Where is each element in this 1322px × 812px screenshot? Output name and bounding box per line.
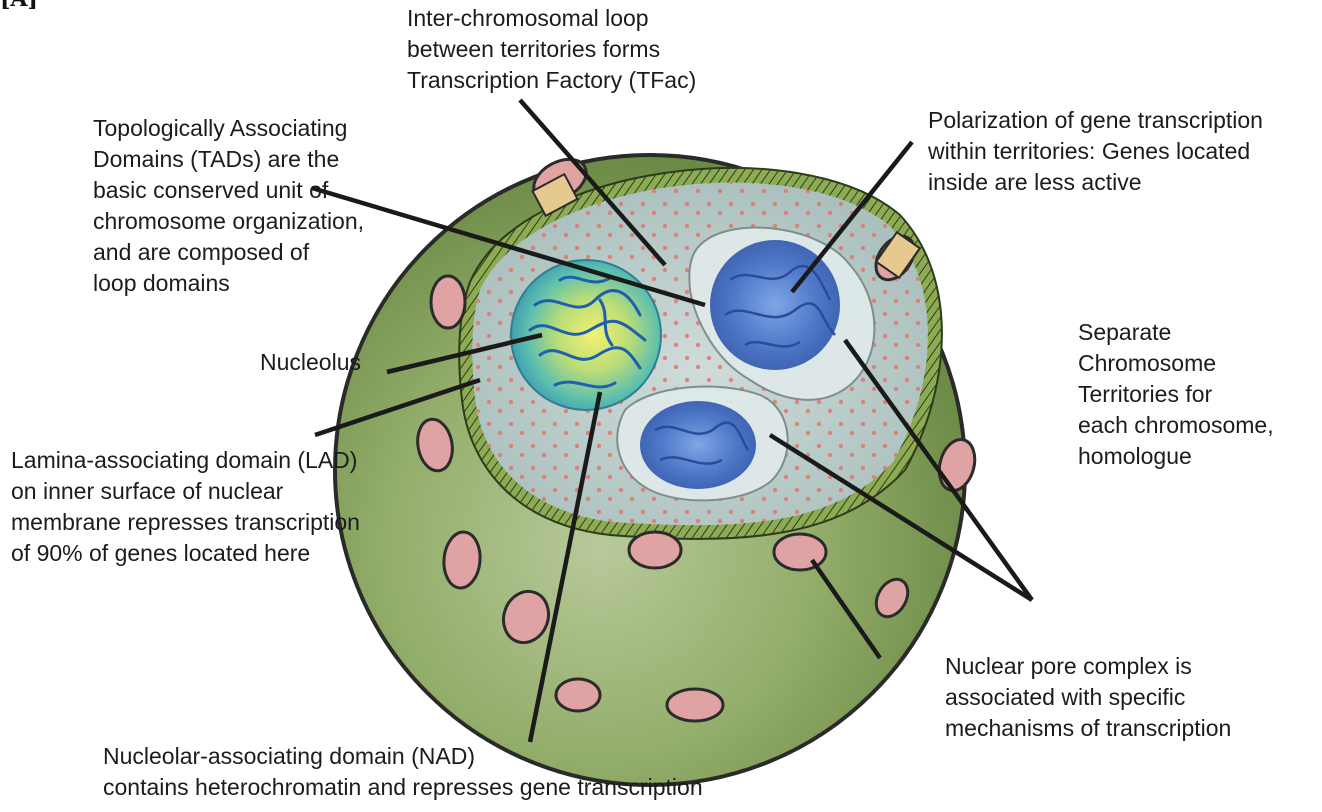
label-polarization: Polarization of gene transcription withi… (927, 107, 1269, 195)
nuclear-pore (629, 532, 681, 568)
label-lamina-associating-domain: Lamina-associating domain (LAD) on inner… (11, 447, 366, 566)
label-nucleolus: Nucleolus (260, 349, 361, 375)
label-nuclear-pore-complex: Nuclear pore complex is associated with … (945, 653, 1231, 741)
nuclear-pore (556, 679, 600, 711)
label-transcription-factory: Inter-chromosomal loop between territori… (407, 5, 696, 93)
label-chromosome-territories: Separate Chromosome Territories for each… (1078, 319, 1280, 469)
nuclear-pore (431, 276, 465, 328)
panel-label: [A] (0, 0, 38, 12)
label-tads: Topologically Associating Domains (TADs)… (93, 115, 370, 296)
chromosome-territory-lower (617, 387, 787, 501)
nuclear-pore (774, 534, 826, 570)
nuclear-pore (667, 689, 723, 721)
